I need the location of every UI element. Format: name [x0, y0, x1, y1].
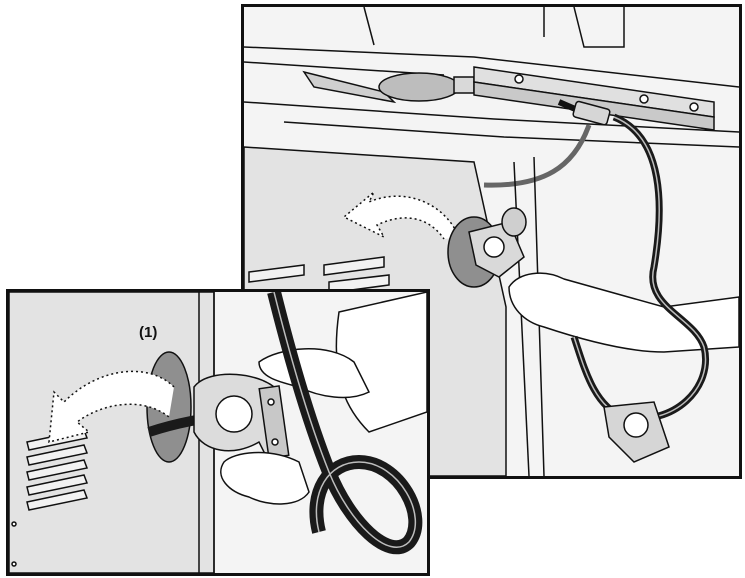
sleeve	[335, 292, 427, 433]
screwdriver-icon	[302, 70, 475, 104]
gas-line-connector	[483, 99, 611, 188]
lower-bracket	[603, 401, 670, 463]
strain-relief-bracket	[468, 207, 527, 278]
hand-icon	[508, 272, 739, 353]
appliance-top-structure	[244, 7, 739, 148]
callout-label: (1)	[139, 324, 157, 341]
power-cord-loop-highlight	[273, 292, 416, 548]
inset-illustration: (1)	[9, 292, 427, 573]
hand-icon-closeup	[220, 451, 310, 505]
inset-illustration-panel: (1)	[6, 289, 430, 576]
dotted-routing-arrow-closeup	[48, 370, 175, 443]
dotted-routing-arrow	[342, 191, 460, 240]
strain-relief-bracket-closeup	[193, 373, 290, 464]
